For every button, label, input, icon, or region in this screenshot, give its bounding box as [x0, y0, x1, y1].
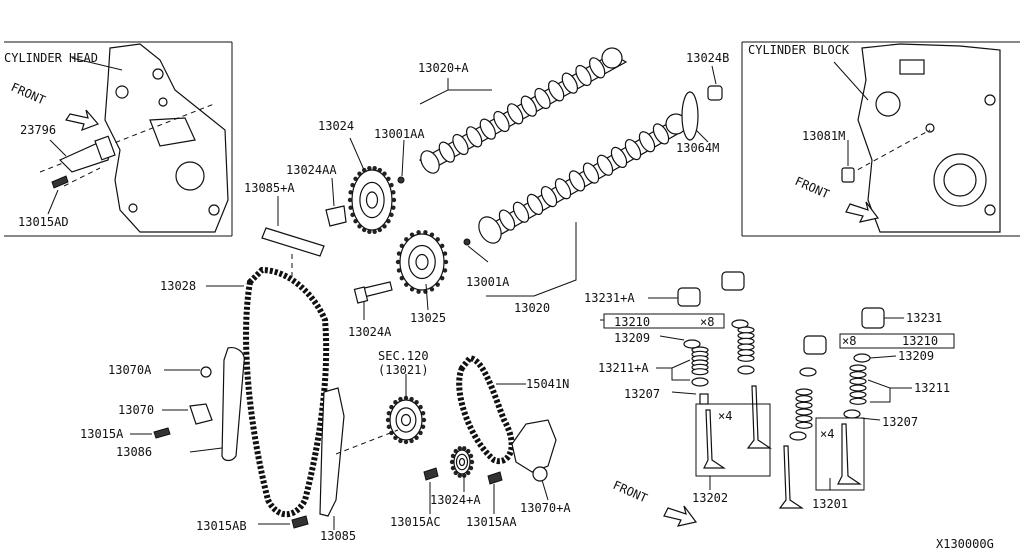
cylinder-head-label: CYLINDER HEAD	[4, 51, 98, 65]
cylinder-head-inset: CYLINDER HEAD FRONT 23796 13015AD	[4, 41, 233, 237]
valve-assembly-intake	[778, 307, 955, 509]
camshaft-13020	[463, 113, 690, 246]
part-13028-label: 13028	[160, 279, 196, 293]
part-13015AA-label: 13015AA	[466, 515, 517, 529]
part-13209-left-label: 13209	[614, 331, 650, 345]
part-13211-label: 13211	[914, 381, 950, 395]
oil-pump-chain-15041N	[456, 354, 526, 465]
part-13001A-label: 13001A	[466, 275, 510, 289]
cylinder-block-label: CYLINDER BLOCK	[748, 43, 850, 57]
part-13024AA-label: 13024AA	[286, 163, 337, 177]
part-13020-label: 13020	[514, 301, 550, 315]
part-13020A-label: 13020+A	[418, 61, 469, 75]
qty-x8-right-label: ×8	[842, 334, 856, 348]
bolt-13024B	[707, 65, 723, 101]
part-13024B-label: 13024B	[686, 51, 729, 65]
part-13201-label: 13201	[812, 497, 848, 511]
part-labels: 13020+A 13024 13001AA 13024AA 13085+A 13…	[80, 51, 994, 551]
part-13202-label: 13202	[692, 491, 728, 505]
bolt-13024A	[353, 281, 393, 320]
oil-pump-tensioner-13070plusA	[487, 419, 557, 514]
bolt-13024AA	[325, 177, 347, 227]
front-label-block: FRONT	[793, 174, 832, 201]
qty-x4-left-label: ×4	[718, 409, 732, 423]
part-13211A-label: 13211+A	[598, 361, 649, 375]
crank-sprocket-13021	[335, 374, 427, 455]
front-label-valves: FRONT	[611, 478, 650, 505]
signal-plate-13064M	[681, 91, 709, 143]
oil-pump-sprocket-13024plusA	[423, 446, 475, 514]
part-13231A-label: 13231+A	[584, 291, 635, 305]
diagram-id-label: X130000G	[936, 537, 994, 551]
qty-x8-left-label: ×8	[700, 315, 714, 329]
part-13015A-label: 13015A	[80, 427, 124, 441]
sec-120-label: SEC.120	[378, 349, 429, 363]
part-13015AD-label: 13015AD	[18, 215, 69, 229]
part-13207-left-label: 13207	[624, 387, 660, 401]
camshaft-sprocket-13024	[347, 137, 397, 234]
vtc-sprocket-13025	[395, 230, 449, 311]
timing-chain-13028	[206, 266, 330, 518]
part-13015AB-label: 13015AB	[196, 519, 247, 533]
front-label-head: FRONT	[9, 80, 48, 107]
slack-guide-13086	[130, 347, 245, 462]
part-13070A-label: 13070A	[108, 363, 152, 377]
part-13210-right-label: 13210	[902, 334, 938, 348]
valve-assembly-exhaust	[600, 271, 772, 490]
qty-x4-right-label: ×4	[820, 427, 834, 441]
part-23796-label: 23796	[20, 123, 56, 137]
tension-guide-13085	[258, 387, 345, 530]
part-13021-label: (13021)	[378, 363, 429, 377]
part-15041N-label: 15041N	[526, 377, 569, 391]
part-13085A-label: 13085+A	[244, 181, 295, 195]
chain-guide-13085A	[261, 196, 325, 278]
part-13025-label: 13025	[410, 311, 446, 325]
part-13001AA-label: 13001AA	[374, 127, 425, 141]
part-13024A-label: 13024A	[348, 325, 392, 339]
part-13070plusA-label: 13070+A	[520, 501, 571, 515]
part-13024plusA-label: 13024+A	[430, 493, 481, 507]
part-13064M-label: 13064M	[676, 141, 719, 155]
part-13085-label: 13085	[320, 529, 356, 543]
part-13210-left-label: 13210	[614, 315, 650, 329]
part-13081M-label: 13081M	[802, 129, 845, 143]
part-13231-label: 13231	[906, 311, 942, 325]
part-13207-right-label: 13207	[882, 415, 918, 429]
part-13015AC-label: 13015AC	[390, 515, 441, 529]
cylinder-block-inset: CYLINDER BLOCK FRONT 13081M	[741, 41, 1020, 237]
part-13209-right-label: 13209	[898, 349, 934, 363]
part-13086-label: 13086	[116, 445, 152, 459]
part-13070-label: 13070	[118, 403, 154, 417]
part-13024-label: 13024	[318, 119, 354, 133]
camshaft-13020A	[397, 47, 628, 184]
